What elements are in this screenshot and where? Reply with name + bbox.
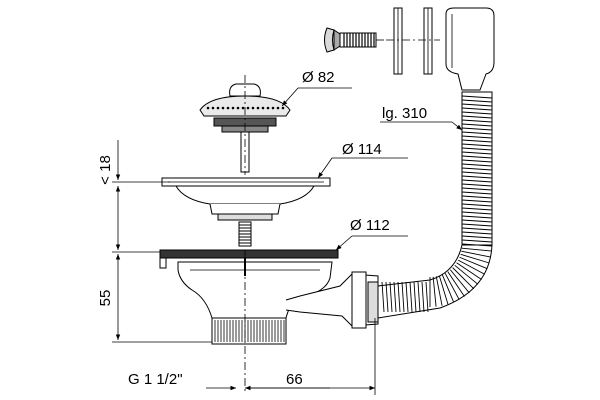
dimension-lines [112,87,463,395]
overflow-screw [324,27,386,53]
diameter-82-label: Ø 82 [302,69,335,86]
outlet-body [159,249,379,392]
diameter-112-label: Ø 112 [350,217,390,234]
strainer-basket [199,75,291,175]
width-66-label: 66 [286,371,303,388]
threaded-pin [238,221,252,247]
height-55-label: 55 [97,290,114,307]
overflow-housing [445,7,495,91]
overflow-hose [377,91,493,319]
sink-flange [161,177,331,221]
diameter-114-label: Ø 114 [342,141,382,158]
hose-length-label: lg. 310 [382,105,427,122]
height-18-label: < 18 [97,155,114,185]
thread-size-label: G 1 1/2" [128,371,183,388]
overflow-washers [386,7,440,75]
